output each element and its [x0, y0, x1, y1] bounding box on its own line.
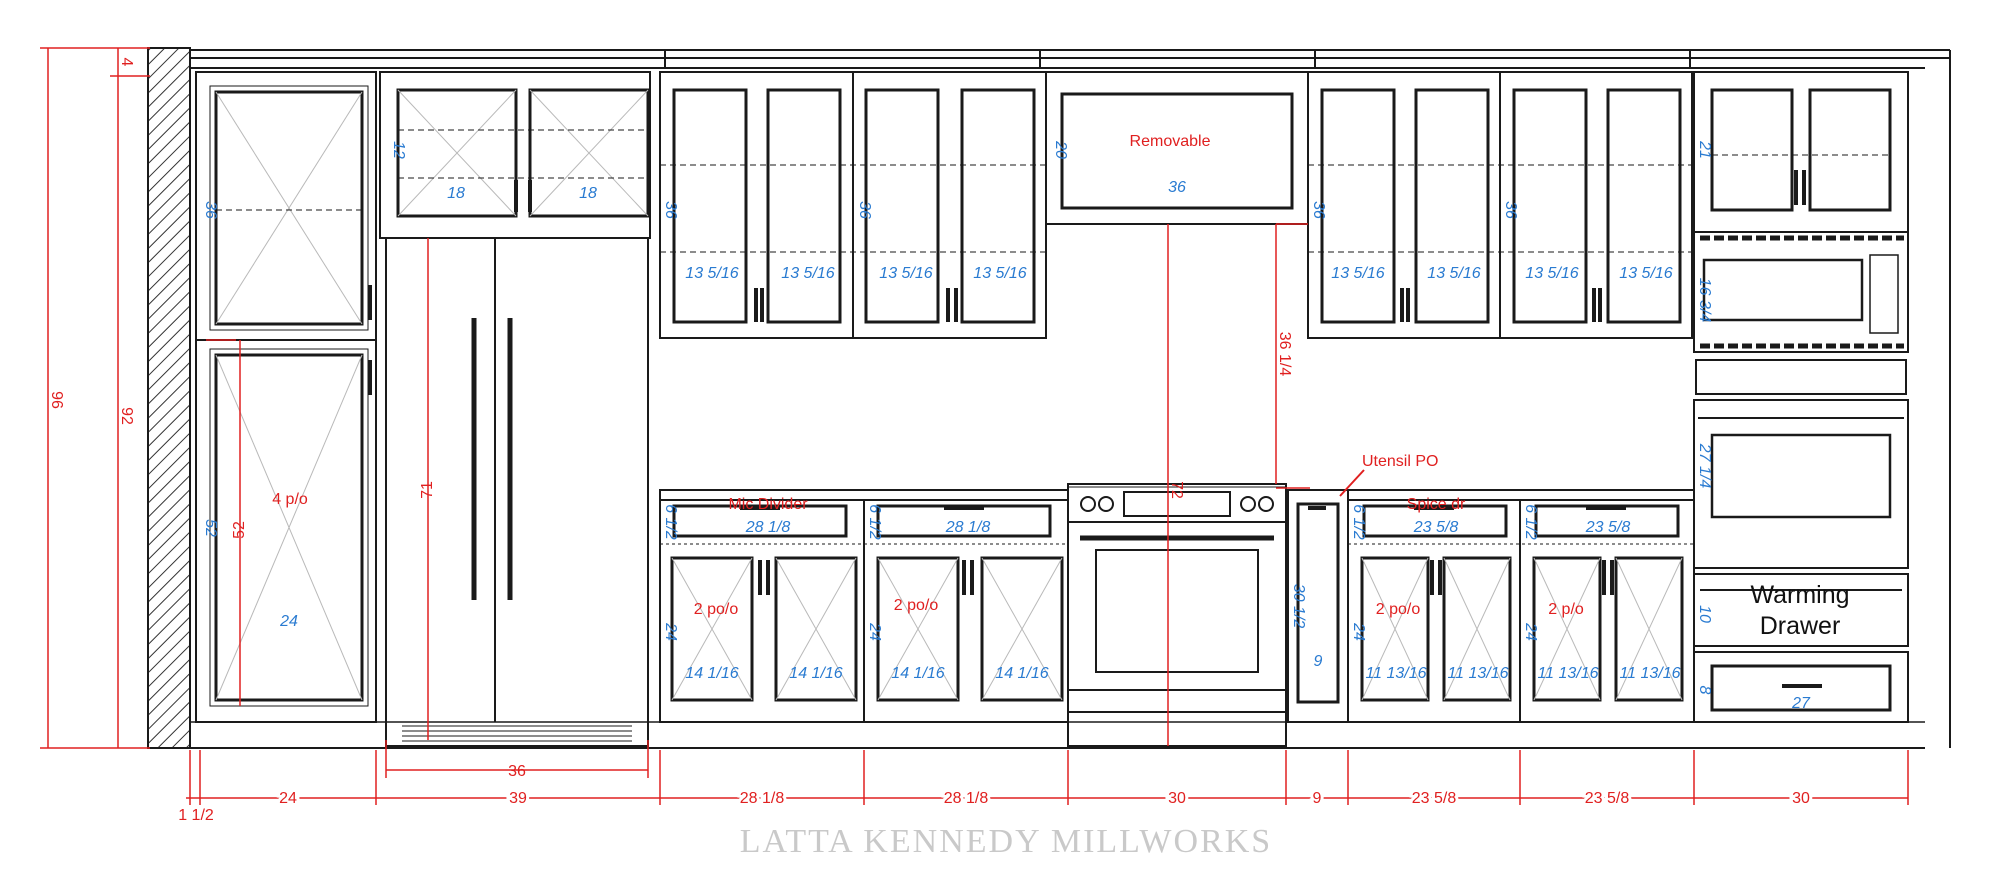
note-base-right-door-w1: 11 13/16	[1365, 665, 1426, 682]
tall-pantry	[195, 71, 377, 723]
warming-drawer-line2: Drawer	[1760, 612, 1841, 640]
note-upper-left-w4: 13 5/16	[973, 265, 1026, 282]
dim-bottom-9: 30	[1792, 790, 1810, 807]
note-upper-left-h1: 36	[662, 201, 679, 219]
warming-drawer-line1: Warming	[1750, 581, 1849, 609]
note-pantry-upper-h: 36	[202, 201, 219, 219]
dim-upper-gap: 36 1/4	[1276, 332, 1293, 377]
note-upper-right-w4: 13 5/16	[1619, 265, 1672, 282]
note-base-right-drawer-h2: 6 1/2	[1522, 504, 1539, 540]
dim-pantry-lower-h: 52	[231, 521, 248, 539]
note-base-left-drawer-w2: 28 1/8	[945, 519, 991, 536]
microwave	[1693, 231, 1909, 353]
note-utensil-w: 9	[1314, 653, 1323, 670]
note-base-left-door-h2: 24	[866, 622, 883, 641]
wall-oven	[1693, 399, 1909, 569]
dim-fridge-opening-w: 36	[508, 763, 526, 780]
bottom-dimension-labels: 24 39 28 1/8 28 1/8 30 9 23 5/8 23 5/8 3…	[276, 787, 1813, 810]
note-hood-h: 20	[1052, 140, 1069, 159]
note-base-left-door-h1: 24	[662, 622, 679, 641]
dim-crown: 4	[118, 58, 135, 67]
label-utensil-po: Utensil PO	[1362, 453, 1438, 470]
note-base-left-door-w2: 14 1/16	[789, 665, 842, 682]
note-drawer-h: 8	[1696, 686, 1713, 695]
watermark: LATTA KENNEDY MILLWORKS	[740, 823, 1272, 860]
left-base-cabinets	[659, 489, 1069, 723]
label-removable: Removable	[1130, 133, 1211, 150]
note-fridge-upper-w2: 18	[579, 185, 597, 202]
oven-tower	[1693, 71, 1909, 723]
label-base-pullout-3: 2 po/o	[1376, 601, 1421, 618]
dim-bottom-6: 9	[1313, 790, 1322, 807]
left-upper-cabinets	[659, 71, 1047, 339]
dim-bottom-7: 23 5/8	[1412, 790, 1457, 807]
note-upper-left-h2: 36	[856, 201, 873, 219]
dim-bottom-3: 28 1/8	[740, 790, 785, 807]
note-base-left-door-w3: 14 1/16	[891, 665, 944, 682]
note-warming-h: 10	[1696, 605, 1713, 623]
structure-linework	[147, 47, 1951, 749]
note-upper-right-w3: 13 5/16	[1525, 265, 1578, 282]
dimension-lines	[40, 47, 1909, 805]
note-base-right-door-w3: 11 13/16	[1537, 665, 1598, 682]
note-pantry-lower-h: 52	[202, 519, 219, 537]
note-base-left-door-w1: 14 1/16	[685, 665, 738, 682]
refrigerator-column	[379, 71, 651, 747]
note-microwave-h: 16 3/4	[1696, 278, 1713, 323]
note-oven-h: 27 1/4	[1696, 443, 1713, 489]
label-spice-dr: Spice dr	[1407, 496, 1466, 513]
note-base-left-drawer-h2: 6 1/2	[866, 504, 883, 540]
note-base-right-drawer-w2: 23 5/8	[1585, 519, 1631, 536]
note-upper-right-w1: 13 5/16	[1331, 265, 1384, 282]
dim-bottom-5: 30	[1168, 790, 1186, 807]
note-base-left-door-w4: 14 1/16	[995, 665, 1048, 682]
dim-overall-height: 96	[48, 391, 65, 409]
dim-bottom-2: 39	[509, 790, 527, 807]
label-mic-divider: Mic Divider	[728, 496, 808, 513]
note-drawer-w: 27	[1791, 695, 1811, 712]
note-base-right-drawer-w1: 23 5/8	[1413, 519, 1459, 536]
right-upper-cabinets	[1307, 71, 1693, 339]
note-pantry-width: 24	[279, 613, 298, 630]
note-fridge-upper-h: 12	[390, 141, 407, 159]
note-base-right-door-w4: 11 13/16	[1619, 665, 1680, 682]
note-base-right-door-w2: 11 13/16	[1447, 665, 1508, 682]
note-upper-right-h2: 36	[1502, 201, 1519, 219]
note-base-right-door-h1: 24	[1350, 622, 1367, 641]
dim-bottom-8: 23 5/8	[1585, 790, 1630, 807]
note-upper-left-w3: 13 5/16	[879, 265, 932, 282]
label-base-pullout-2: 2 po/o	[894, 597, 939, 614]
note-upper-left-w1: 13 5/16	[685, 265, 738, 282]
dim-bottom-4: 28 1/8	[944, 790, 989, 807]
dim-hood-clear: 72	[1168, 481, 1185, 499]
dim-bottom-1: 24	[279, 790, 297, 807]
hatched-wall	[147, 47, 191, 749]
note-base-right-door-h2: 24	[1522, 622, 1539, 641]
dimension-text: 96 92 4 1 1/2 36 71 52 4 p/o Removable 7…	[48, 58, 1813, 824]
range	[1067, 483, 1287, 747]
note-oven-upper-h: 21	[1696, 140, 1713, 159]
note-base-left-drawer-h1: 6 1/2	[662, 504, 679, 540]
dim-end-panel: 1 1/2	[178, 807, 214, 824]
right-base-cabinets	[1347, 489, 1695, 723]
label-pantry-pullout: 4 p/o	[272, 491, 308, 508]
door-annotations: 36 52 24 12 18 18 36 36 13 5/16 13 5/16 …	[202, 140, 1811, 712]
note-upper-right-h1: 36	[1310, 201, 1327, 219]
note-base-right-drawer-h1: 6 1/2	[1350, 504, 1367, 540]
note-hood-w: 36	[1168, 179, 1186, 196]
warming-drawer-label: Warming Drawer	[1750, 581, 1849, 640]
note-base-left-drawer-w1: 28 1/8	[745, 519, 791, 536]
dim-wall-height: 92	[118, 407, 135, 425]
note-upper-right-w2: 13 5/16	[1427, 265, 1480, 282]
note-upper-left-w2: 13 5/16	[781, 265, 834, 282]
note-utensil-h: 30 1/2	[1290, 584, 1307, 629]
note-fridge-upper-w1: 18	[447, 185, 465, 202]
label-base-pullout-4: 2 p/o	[1548, 601, 1584, 618]
label-base-pullout-1: 2 po/o	[694, 601, 739, 618]
dim-fridge-opening-h: 71	[419, 481, 436, 499]
